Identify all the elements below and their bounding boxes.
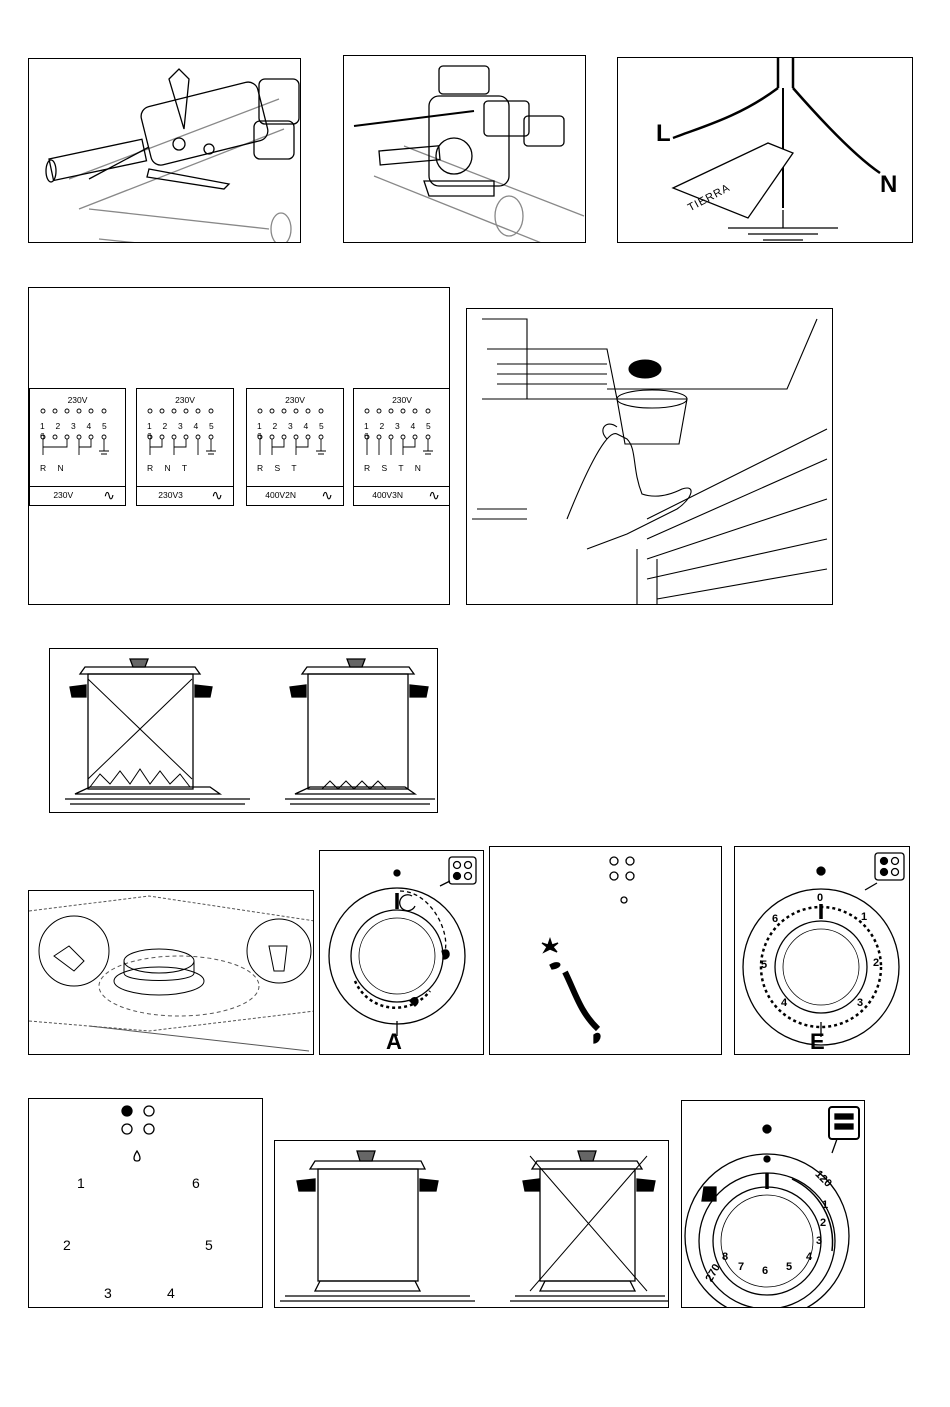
neutral-label: N — [880, 173, 897, 197]
knob-e-scale-0: 0 — [817, 892, 823, 904]
wiring-card-400v3n: 230V 1 2 3 4 5 6 R S T N 400V3N ∿ — [353, 388, 450, 506]
knob-e-scale-4: 4 — [781, 997, 787, 1009]
knob-e-label: E — [810, 1031, 825, 1053]
card-footer: 400V2N ∿ — [247, 486, 343, 505]
knob-e-scale-2: 2 — [873, 957, 879, 969]
wiring-drawing — [618, 58, 913, 243]
knob-e-panel: 0 1 2 3 4 5 6 E — [734, 846, 910, 1055]
terminal-numbers: 1 2 3 4 5 6 — [257, 421, 343, 441]
card-footer: 230V ∿ — [30, 486, 125, 505]
gas-valve-panel-1 — [28, 58, 301, 243]
position-4: 4 — [167, 1285, 175, 1301]
hob-burner-panel — [28, 890, 314, 1055]
pot-sizing-panel — [49, 648, 438, 813]
terminal-numbers: 1 2 3 4 5 6 — [147, 421, 233, 441]
positions-panel: 1 6 2 5 3 4 — [28, 1098, 263, 1308]
gas-valve-drawing-2 — [344, 56, 586, 243]
oven-lamp-drawing — [467, 309, 833, 605]
footer-voltage: 400V2N — [247, 490, 314, 500]
footer-voltage: 230V — [30, 490, 97, 500]
timer-scale-7: 7 — [738, 1261, 744, 1273]
knob-symbol-drawing — [490, 847, 722, 1055]
pot-comparison-drawing — [50, 649, 438, 813]
timer-scale-6: 6 — [762, 1265, 768, 1277]
hob-symbol — [29, 1099, 263, 1308]
phase-letters: R S T — [257, 463, 297, 473]
position-1: 1 — [77, 1175, 85, 1191]
knob-e-scale-1: 1 — [861, 911, 867, 923]
knob-a-drawing — [320, 851, 484, 1055]
timer-scale-2: 2 — [820, 1217, 826, 1229]
timer-knob-panel: 120 1 2 3 4 5 6 7 8 270 — [681, 1100, 865, 1308]
ac-symbol: ∿ — [428, 487, 440, 504]
wiring-diagrams-panel: 230V 1 2 3 4 5 6 R N 230V ∿ 230V 1 2 3 4… — [28, 287, 450, 605]
terminal-numbers: 1 2 3 4 5 6 — [364, 421, 450, 441]
knob-symbol-panel — [489, 846, 722, 1055]
wiring-card-230v: 230V 1 2 3 4 5 6 R N 230V ∿ — [29, 388, 126, 506]
burner-drawing — [29, 891, 314, 1055]
knob-a-panel: A — [319, 850, 484, 1055]
position-6: 6 — [192, 1175, 200, 1191]
knob-e-scale-6: 6 — [772, 913, 778, 925]
live-label: L — [656, 122, 671, 146]
footer-voltage: 230V3 — [137, 490, 204, 500]
timer-scale-5: 5 — [786, 1261, 792, 1273]
knob-e-scale-3: 3 — [857, 997, 863, 1009]
position-2: 2 — [63, 1237, 71, 1253]
oven-lamp-panel — [466, 308, 833, 605]
knob-e-drawing — [735, 847, 910, 1055]
wiring-card-230v3: 230V 1 2 3 4 5 6 R N T 230V3 ∿ — [136, 388, 234, 506]
ac-symbol: ∿ — [321, 487, 333, 504]
gas-valve-drawing-1 — [29, 59, 301, 243]
position-5: 5 — [205, 1237, 213, 1253]
knob-a-label: A — [386, 1031, 402, 1053]
position-3: 3 — [104, 1285, 112, 1301]
footer-voltage: 400V3N — [354, 490, 421, 500]
timer-scale-8: 8 — [722, 1251, 728, 1263]
ac-symbol: ∿ — [103, 487, 115, 504]
pot-base-drawing — [275, 1141, 669, 1308]
electric-wiring-panel: L N TIERRA — [617, 57, 913, 243]
card-footer: 230V3 ∿ — [137, 486, 233, 505]
phase-letters: R S T N — [364, 463, 421, 473]
terminal-numbers: 1 2 3 4 5 6 — [40, 421, 125, 441]
timer-scale-3: 3 — [816, 1235, 822, 1247]
timer-scale-4: 4 — [806, 1251, 812, 1263]
knob-e-scale-5: 5 — [761, 959, 767, 971]
card-footer: 400V3N ∿ — [354, 486, 450, 505]
pot-base-panel — [274, 1140, 669, 1308]
phase-letters: R N T — [147, 463, 187, 473]
ac-symbol: ∿ — [211, 487, 223, 504]
timer-scale-1: 1 — [822, 1199, 828, 1211]
wiring-card-400v2n: 230V 1 2 3 4 5 6 R S T 400V2N ∿ — [246, 388, 344, 506]
gas-valve-panel-2 — [343, 55, 586, 243]
phase-letters: R N — [40, 463, 64, 473]
